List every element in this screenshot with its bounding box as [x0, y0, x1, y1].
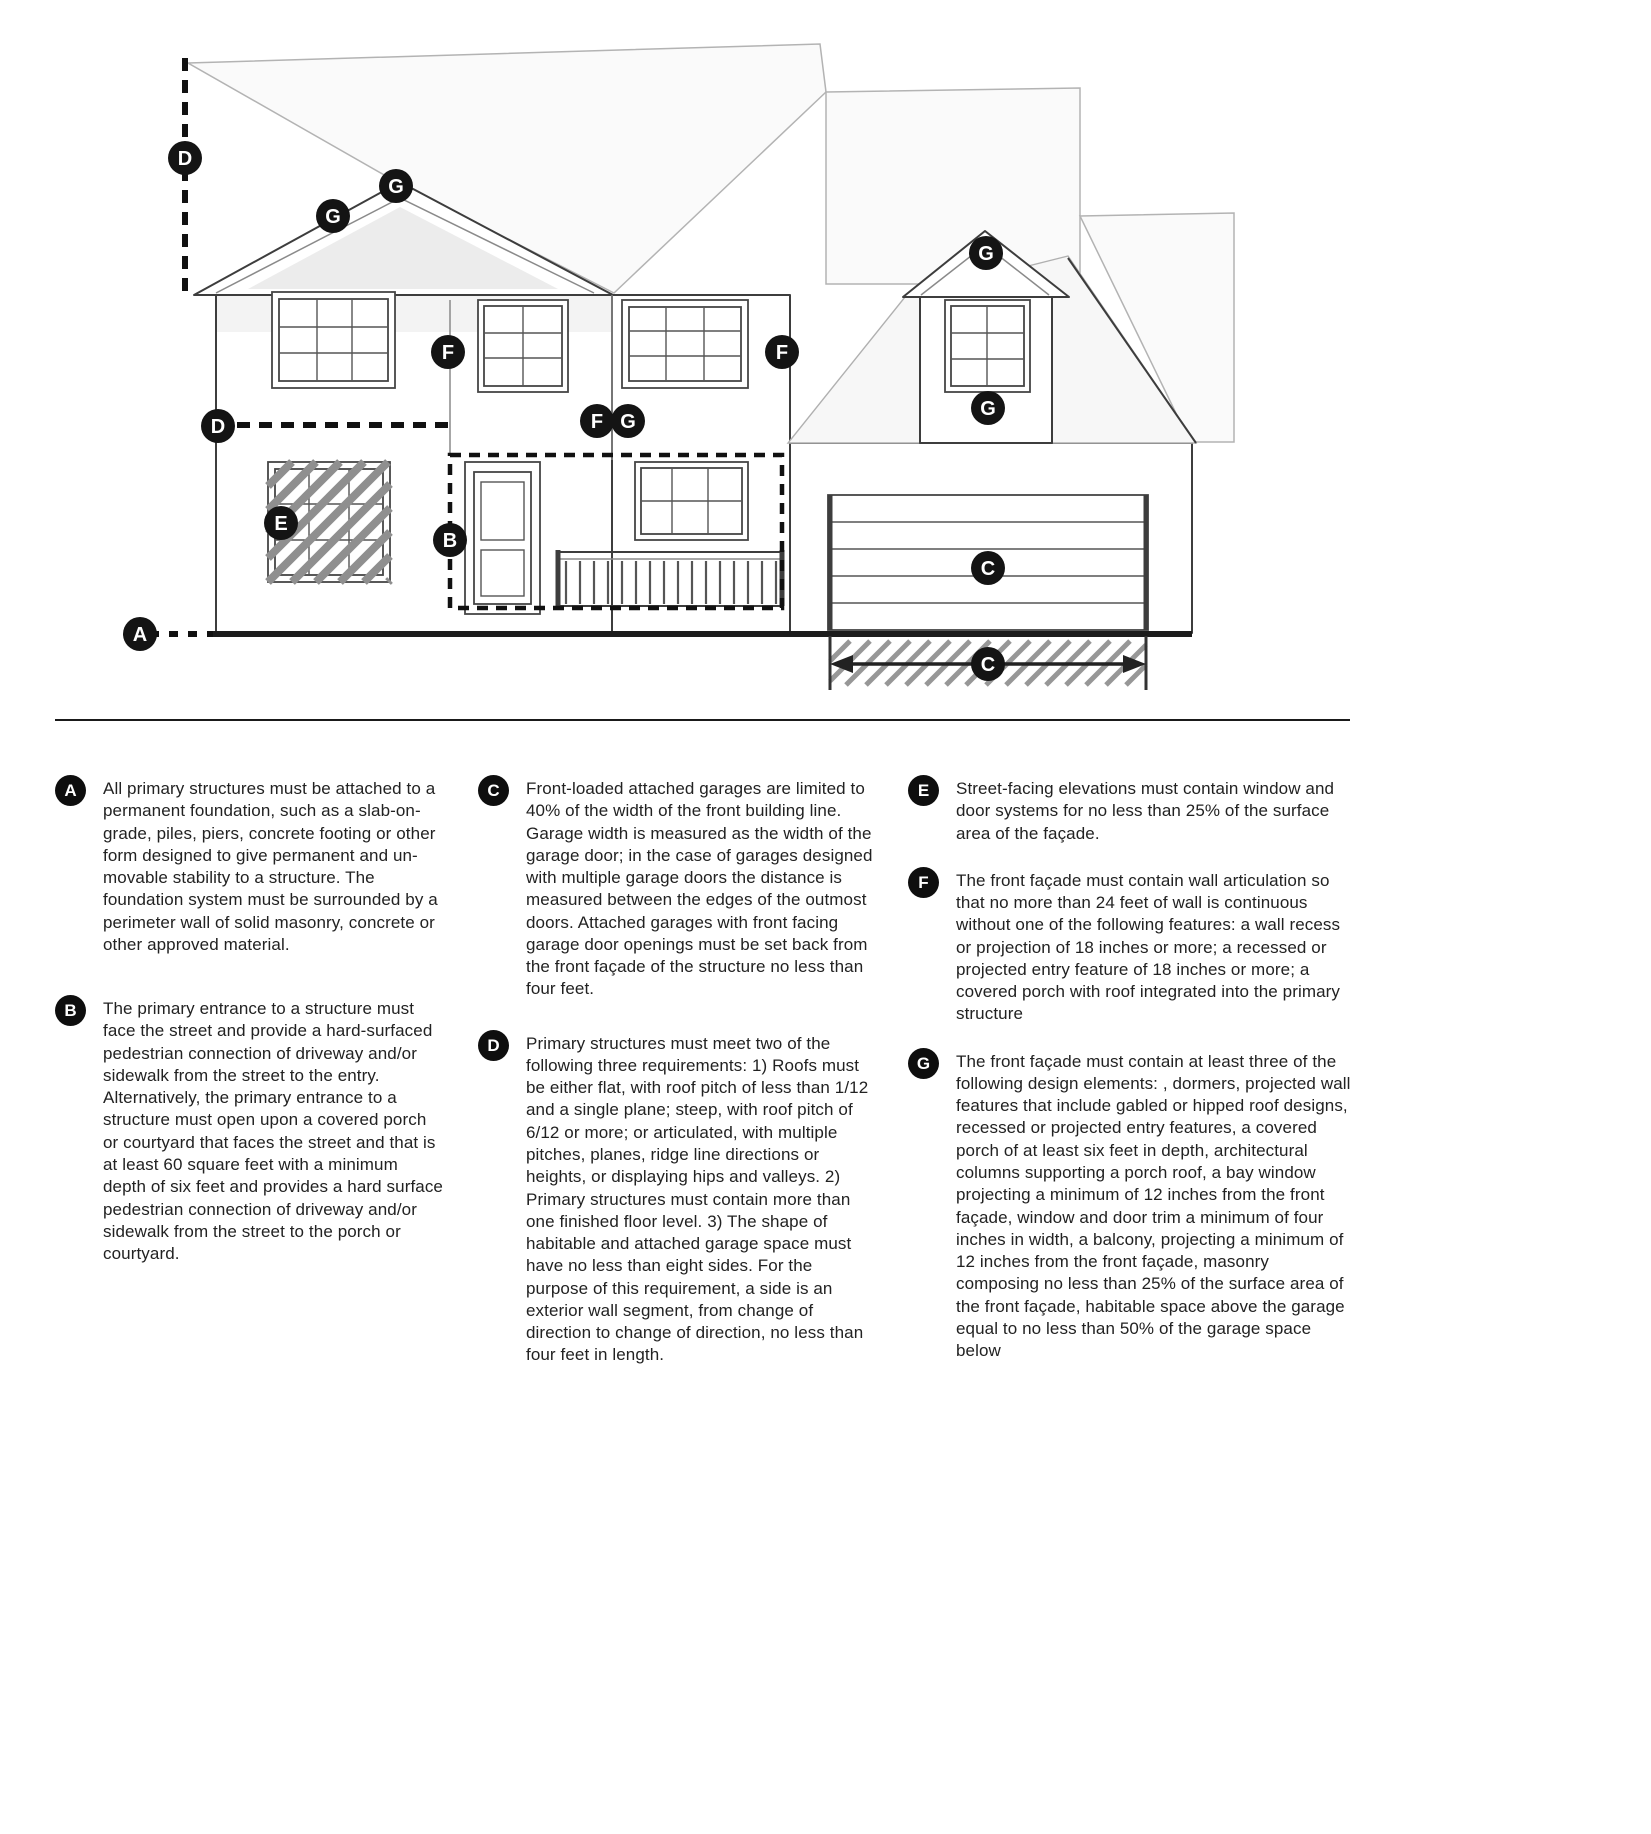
right-roof-edge	[1067, 257, 1197, 444]
svg-text:G: G	[325, 206, 341, 228]
arrowhead-right	[1123, 655, 1146, 673]
section-divider	[55, 719, 1350, 721]
garage-door-sketch	[827, 494, 1149, 631]
legend-badge-g: G	[908, 1047, 939, 1079]
window-upper-center	[621, 299, 749, 389]
legend-text-g: The front façade must contain at least t…	[956, 1051, 1351, 1361]
legend-column-1: A All primary structures must be attache…	[55, 775, 443, 1307]
legend-text-b: The primary entrance to a structure must…	[103, 999, 443, 1264]
legend-text-a: All primary structures must be attached …	[103, 779, 438, 954]
svg-text:G: G	[978, 243, 994, 265]
callout-badge-g: G	[379, 169, 413, 203]
svg-text:B: B	[443, 530, 457, 552]
legend-column-2: C Front-loaded attached garages are limi…	[478, 775, 876, 1399]
svg-text:D: D	[178, 148, 192, 170]
callout-badge-c: C	[971, 551, 1005, 585]
legend-item-g: G The front façade must contain at least…	[908, 1047, 1356, 1363]
legend-text-c: Front-loaded attached garages are limite…	[526, 779, 873, 999]
legend-text-f: The front façade must contain wall artic…	[956, 870, 1341, 1024]
legend-item-c: C Front-loaded attached garages are limi…	[478, 775, 876, 1001]
svg-text:D: D	[211, 416, 225, 438]
facade-window-hatch	[265, 459, 393, 585]
facade-window-hatched	[265, 459, 393, 585]
legend-item-d: D Primary structures must meet two of th…	[478, 1029, 876, 1367]
svg-text:G: G	[620, 411, 636, 433]
svg-text:G: G	[980, 398, 996, 420]
background-roof-planes	[185, 43, 1235, 443]
callout-badge-d: D	[168, 141, 202, 175]
callout-badge-f: F	[765, 335, 799, 369]
legend-column-3: E Street-facing elevations must contain …	[908, 775, 1356, 1387]
legend-badge-f: F	[908, 866, 939, 898]
window-above-entry	[477, 299, 569, 393]
callout-badge-d: D	[201, 409, 235, 443]
svg-text:A: A	[133, 624, 147, 646]
callout-badge-g: G	[316, 199, 350, 233]
window-porch	[634, 461, 749, 541]
svg-text:E: E	[274, 513, 287, 535]
callout-badge-a: A	[123, 617, 157, 651]
callout-badge-c: C	[971, 647, 1005, 681]
window-upper-left	[271, 291, 396, 389]
svg-text:C: C	[981, 654, 995, 676]
legend-text-d: Primary structures must meet two of the …	[526, 1033, 869, 1365]
legend-badge-e: E	[908, 775, 939, 806]
callout-badge-g: G	[611, 404, 645, 438]
legend-text-e: Street-facing elevations must contain wi…	[956, 779, 1335, 843]
svg-text:F: F	[591, 411, 603, 433]
legend-item-f: F The front façade must contain wall art…	[908, 866, 1356, 1026]
callout-badge-g: G	[969, 236, 1003, 270]
window-dormer	[944, 299, 1031, 393]
legend-badge-b: B	[55, 995, 86, 1027]
garage-width-dimension	[828, 636, 1148, 690]
gable-shading	[248, 207, 558, 289]
svg-text:C: C	[981, 558, 995, 580]
svg-text:F: F	[776, 342, 788, 364]
legend-item-b: B The primary entrance to a structure mu…	[55, 995, 443, 1265]
callout-badge-f: F	[431, 335, 465, 369]
legend-badge-c: C	[478, 775, 509, 806]
callout-badge-e: E	[264, 506, 298, 540]
callout-badge-f: F	[580, 404, 614, 438]
legend-item-e: E Street-facing elevations must contain …	[908, 775, 1356, 845]
legend-badge-d: D	[478, 1029, 509, 1061]
legend-item-a: A All primary structures must be attache…	[55, 775, 443, 956]
entry-door-sketch	[464, 461, 541, 615]
legend-badge-a: A	[55, 775, 86, 806]
callout-badge-b: B	[433, 523, 467, 557]
arrowhead-left	[830, 655, 853, 673]
svg-text:G: G	[388, 176, 404, 198]
callout-badge-g: G	[971, 391, 1005, 425]
svg-text:F: F	[442, 342, 454, 364]
house-elevation-diagram: D G G G F F G F G D E B C A C	[123, 43, 1235, 690]
